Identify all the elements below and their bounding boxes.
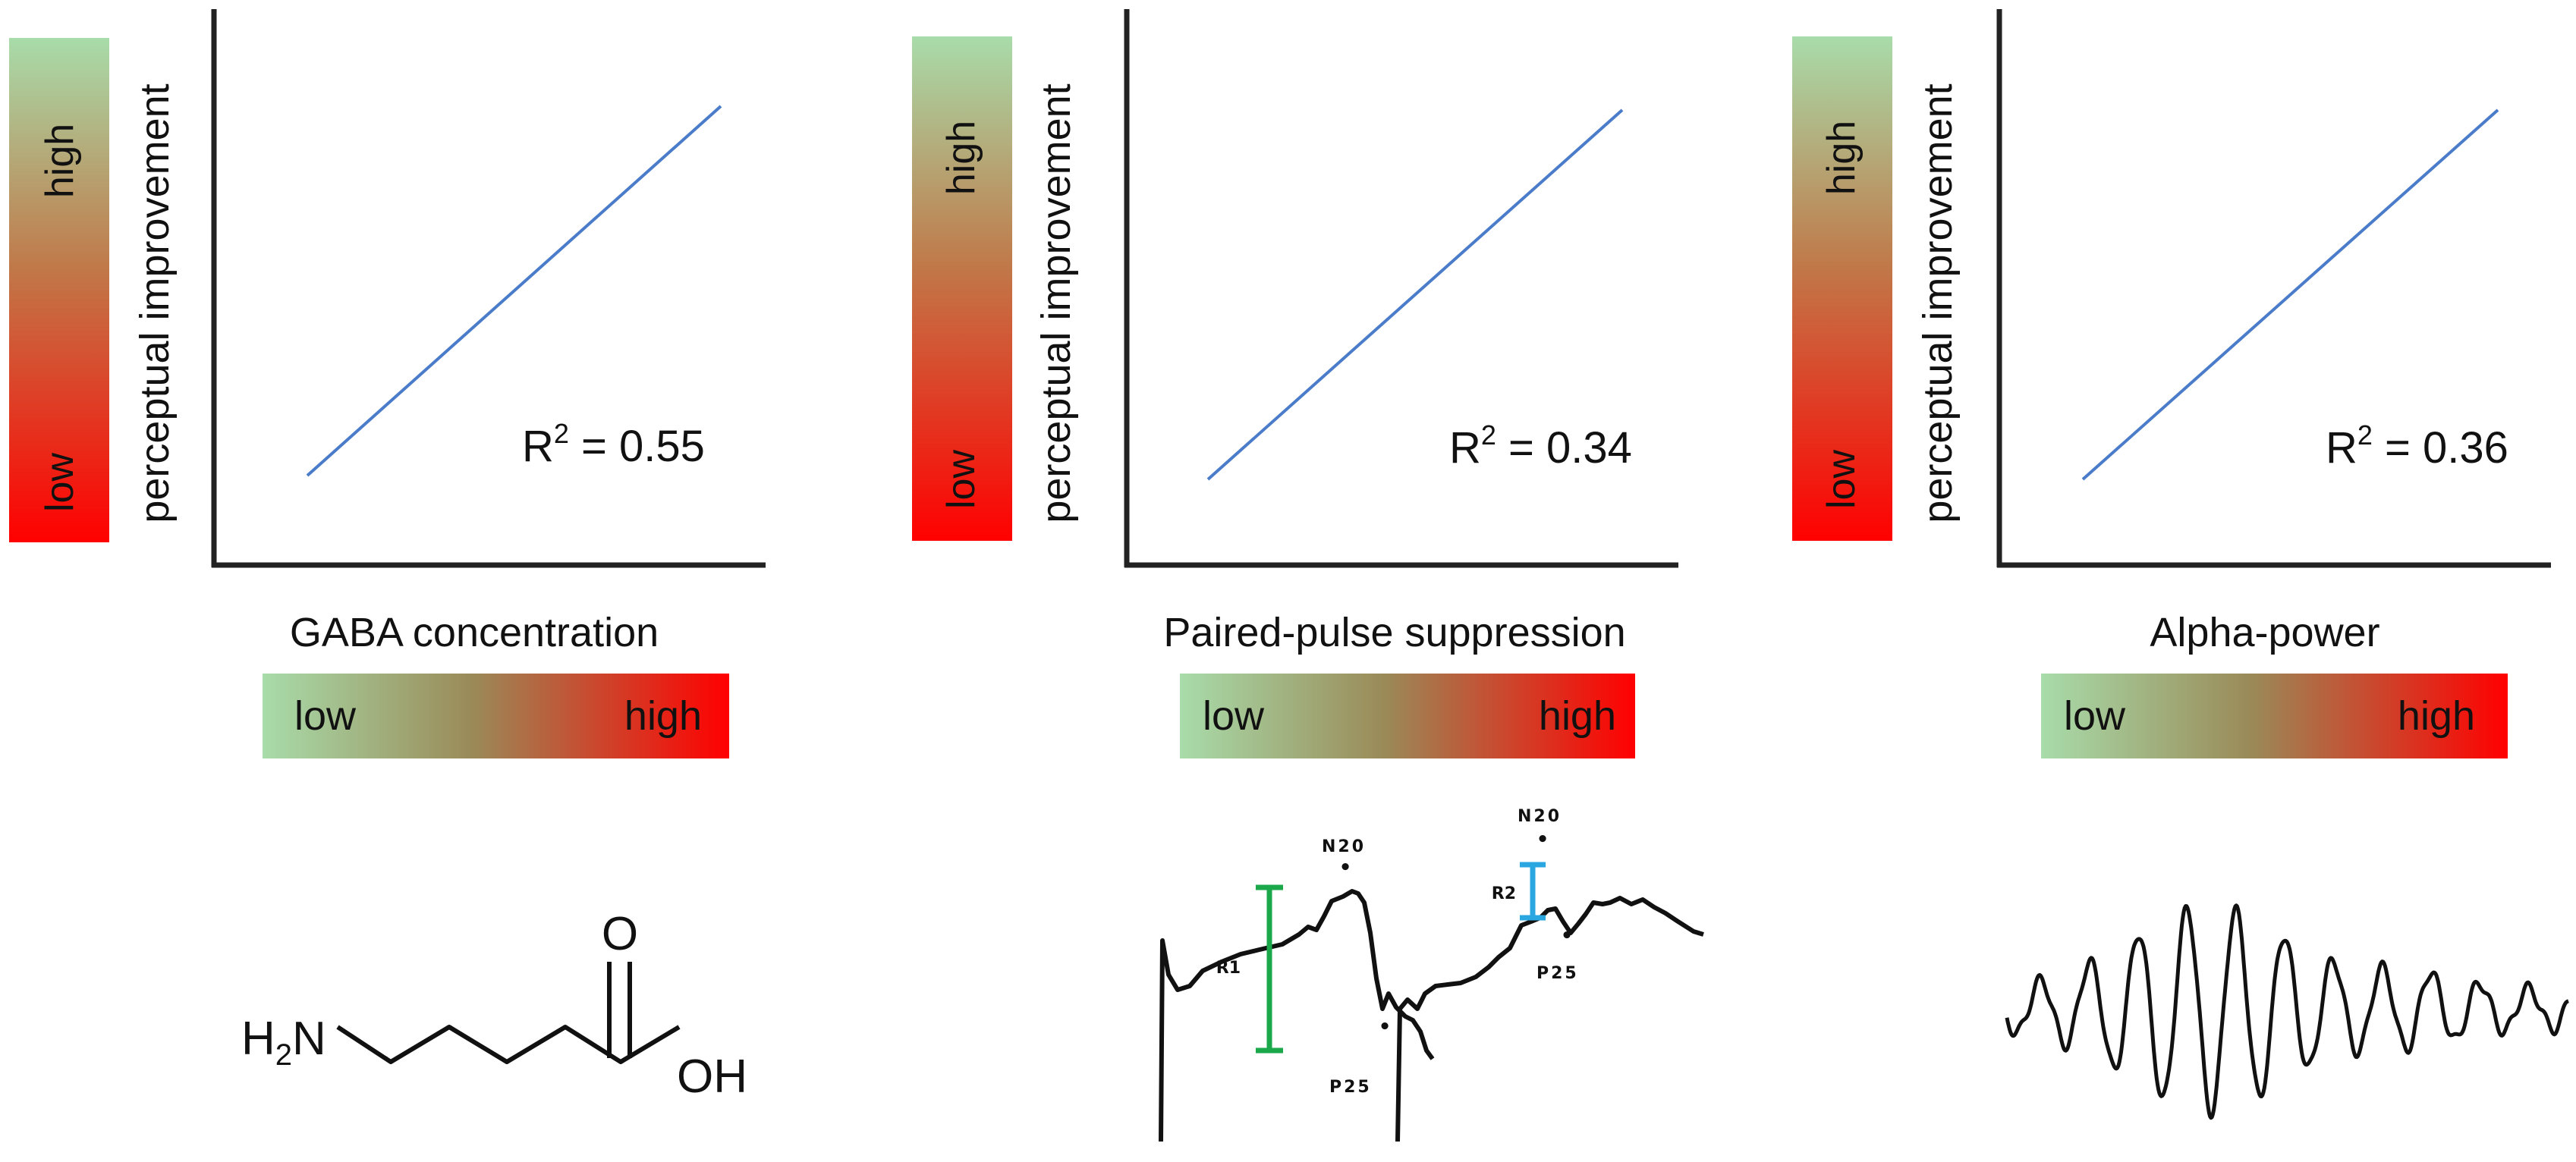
gaba-molecule-illustration: O H2N OH bbox=[241, 908, 747, 1103]
x-scale-high-label: high bbox=[2398, 693, 2475, 739]
panel-paired-pulse: high low perceptual improvement R2 = 0.3… bbox=[912, 9, 1704, 1142]
x-gradient-bar bbox=[1180, 674, 1635, 758]
p25-label-2: P25 bbox=[1536, 964, 1579, 983]
n20-label-2: N20 bbox=[1518, 807, 1562, 826]
p25-label-1: P25 bbox=[1329, 1078, 1372, 1097]
oxygen-atom: O bbox=[602, 908, 638, 960]
x-axis-label: Alpha-power bbox=[2150, 610, 2379, 655]
y-gradient-bar bbox=[1792, 36, 1892, 541]
x-scale-low-label: low bbox=[2064, 693, 2126, 739]
y-scale-high-label: high bbox=[38, 124, 82, 198]
trend-line bbox=[2081, 108, 2499, 481]
r2-label: R2 bbox=[1492, 884, 1516, 903]
trend-line bbox=[1206, 108, 1624, 481]
y-scale-low-label: low bbox=[38, 453, 82, 512]
p25-dot-2: • bbox=[1561, 925, 1574, 947]
y-scale-low-label: low bbox=[1820, 450, 1864, 509]
x-axis-label: GABA concentration bbox=[290, 610, 659, 655]
trend-line bbox=[306, 105, 722, 477]
sep-waveform-illustration: N20 • • P25 R1 N20 • • P25 R2 bbox=[1159, 807, 1704, 1142]
x-scale-low-label: low bbox=[1203, 693, 1265, 739]
x-scale-high-label: high bbox=[624, 693, 702, 739]
alpha-oscillation-illustration bbox=[2005, 903, 2570, 1120]
p25-dot-1: • bbox=[1379, 1016, 1392, 1038]
n20-dot-1: • bbox=[1339, 856, 1352, 879]
hydroxyl-group: OH bbox=[677, 1051, 747, 1103]
y-axis-label: perceptual improvement bbox=[132, 83, 178, 523]
waveform-trace-2 bbox=[1395, 896, 1704, 1142]
r-squared-label: R2 = 0.34 bbox=[1449, 419, 1632, 473]
y-gradient-bar bbox=[912, 36, 1012, 541]
x-scale-high-label: high bbox=[1539, 693, 1616, 739]
r1-label: R1 bbox=[1216, 959, 1241, 978]
y-scale-high-label: high bbox=[939, 121, 983, 195]
panel-gaba: high low perceptual improvement R2 = 0.5… bbox=[9, 9, 766, 1103]
amine-group: H2N bbox=[241, 1013, 326, 1072]
y-scale-low-label: low bbox=[939, 450, 983, 509]
waveform-trace-1 bbox=[1159, 889, 1435, 1142]
x-gradient-bar bbox=[2041, 674, 2508, 758]
panel-alpha-power: high low perceptual improvement R2 = 0.3… bbox=[1792, 9, 2570, 1120]
n20-dot-2: • bbox=[1536, 828, 1549, 851]
y-axis-label: perceptual improvement bbox=[1033, 83, 1079, 523]
x-scale-low-label: low bbox=[294, 693, 357, 739]
y-axis-label: perceptual improvement bbox=[1915, 83, 1961, 523]
x-gradient-bar bbox=[263, 674, 729, 758]
n20-label-1: N20 bbox=[1322, 837, 1366, 856]
r-squared-label: R2 = 0.36 bbox=[2326, 419, 2508, 473]
r-squared-label: R2 = 0.55 bbox=[522, 418, 705, 471]
y-gradient-bar bbox=[9, 38, 109, 542]
y-scale-high-label: high bbox=[1820, 121, 1864, 195]
carbon-chain bbox=[336, 1025, 681, 1064]
x-axis-label: Paired-pulse suppression bbox=[1163, 610, 1625, 655]
